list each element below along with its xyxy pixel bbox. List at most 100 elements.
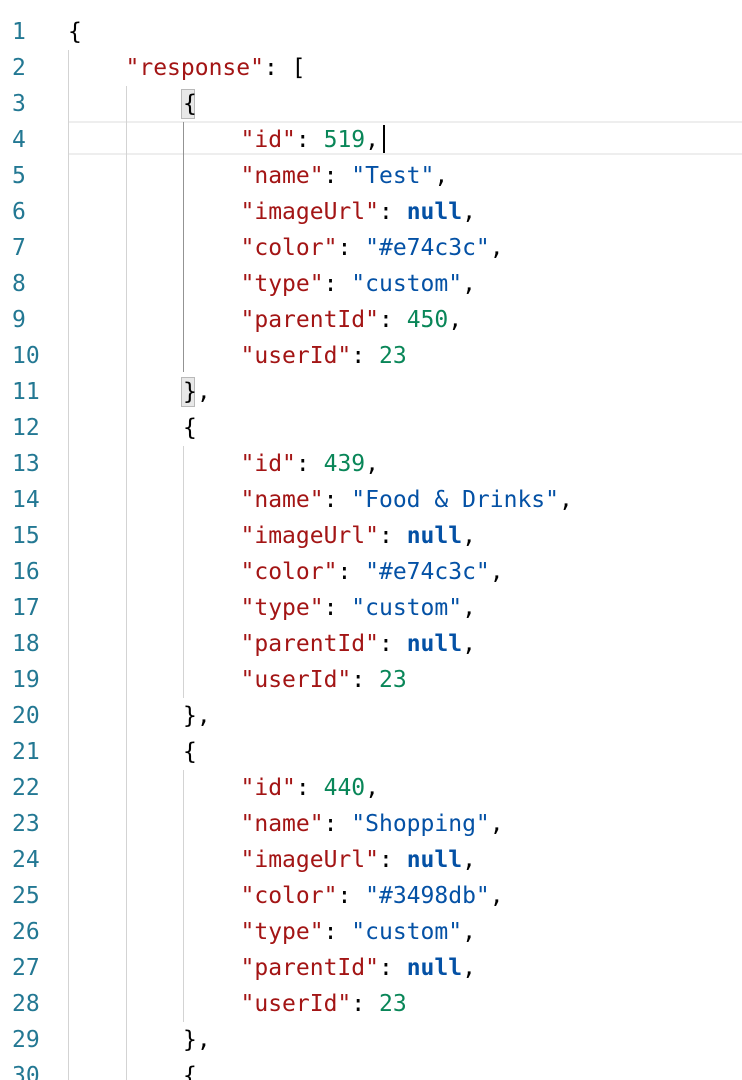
token: "Food & Drinks" [351, 487, 560, 513]
bracket-match-close [181, 377, 195, 407]
token: "imageUrl" [240, 847, 379, 873]
token: : [323, 271, 352, 297]
line-number: 5 [12, 163, 26, 189]
token: 519 [323, 127, 366, 153]
token: : [378, 955, 407, 981]
code-content: }, [183, 1022, 211, 1058]
code-line[interactable]: 16"color": "#e74c3c", [0, 554, 742, 590]
code-line[interactable]: 23"name": "Shopping", [0, 806, 742, 842]
token: 439 [323, 451, 366, 477]
token: , [462, 595, 476, 621]
token: "custom" [351, 919, 463, 945]
code-content: { [68, 14, 82, 50]
code-content: { [183, 734, 197, 770]
token: "name" [240, 811, 324, 837]
token: "parentId" [240, 631, 379, 657]
code-line[interactable]: 9"parentId": 450, [0, 302, 742, 338]
token: "type" [240, 271, 324, 297]
token: , [462, 847, 476, 873]
code-content: }, [183, 374, 211, 410]
code-line[interactable]: 13 "id": 439, [0, 446, 742, 482]
token: "imageUrl" [240, 199, 379, 225]
token: "color" [240, 235, 338, 261]
code-content: }, [183, 698, 211, 734]
token: null [406, 955, 463, 981]
token: : [295, 451, 324, 477]
code-content: "type": "custom", [241, 914, 476, 950]
token: : [378, 523, 407, 549]
line-number: 29 [12, 1027, 40, 1053]
token: , [462, 955, 476, 981]
code-line[interactable]: 11}, [0, 374, 742, 410]
current-line-highlight [68, 121, 742, 155]
code-line[interactable]: 5"name": "Test", [0, 158, 742, 194]
code-line[interactable]: 14"name": "Food & Drinks", [0, 482, 742, 518]
code-line[interactable]: 20}, [0, 698, 742, 734]
code-line[interactable]: 15 "imageUrl": null, [0, 518, 742, 554]
token: 23 [378, 991, 407, 1017]
bracket-match-open [181, 89, 195, 119]
code-line[interactable]: 30 { [0, 1058, 742, 1080]
code-line[interactable]: 17"type": "custom", [0, 590, 742, 626]
code-line[interactable]: 27"parentId": null, [0, 950, 742, 986]
token: "#e74c3c" [365, 235, 490, 261]
line-number: 11 [12, 379, 40, 405]
code-line[interactable]: 28"userId": 23 [0, 986, 742, 1022]
code-line[interactable]: 24"imageUrl": null, [0, 842, 742, 878]
indent-guide [183, 770, 184, 1022]
code-line[interactable]: 2"response": [ [0, 50, 742, 86]
code-line[interactable]: 10"userId": 23 [0, 338, 742, 374]
token: { [183, 91, 197, 117]
code-line[interactable]: 21{ [0, 734, 742, 770]
code-line[interactable]: 19"userId": 23 [0, 662, 742, 698]
code-line[interactable]: 22"id": 440, [0, 770, 742, 806]
token: : [337, 559, 366, 585]
token: null [406, 199, 463, 225]
line-number: 30 [12, 1063, 40, 1080]
token: , [448, 307, 463, 333]
code-line[interactable]: 6 "imageUrl": null, [0, 194, 742, 230]
code-line[interactable]: 8"type": "custom", [0, 266, 742, 302]
token: : [351, 343, 379, 369]
indent-guide [183, 446, 184, 698]
token: , [462, 199, 476, 225]
token: : [323, 163, 352, 189]
token: "userId" [240, 343, 352, 369]
code-line[interactable]: 26"type": "custom", [0, 914, 742, 950]
code-line[interactable]: 18"parentId": null, [0, 626, 742, 662]
token: "parentId" [240, 307, 379, 333]
code-content: "imageUrl": null, [241, 194, 476, 230]
token: , [365, 127, 379, 153]
line-number: 3 [12, 91, 26, 117]
token: , [462, 523, 476, 549]
code-line[interactable]: 4"id": 519, [0, 122, 742, 158]
code-line[interactable]: 1{ [0, 14, 742, 50]
token: : [351, 667, 379, 693]
token: 440 [323, 775, 366, 801]
line-number: 13 [12, 451, 40, 477]
token: "custom" [351, 271, 463, 297]
code-content: "id": 439, [241, 446, 380, 482]
token: "id" [240, 127, 296, 153]
token: { [183, 739, 197, 765]
code-content: "imageUrl": null, [241, 518, 476, 554]
line-number: 6 [12, 199, 26, 225]
code-line[interactable]: 7"color": "#e74c3c", [0, 230, 742, 266]
code-content: { [183, 1058, 197, 1080]
token: : [323, 595, 352, 621]
token: { [183, 1063, 197, 1080]
token: }, [183, 379, 211, 405]
token: : [378, 199, 407, 225]
code-line[interactable]: 12{ [0, 410, 742, 446]
line-number: 2 [12, 55, 26, 81]
code-line[interactable]: 3{ [0, 86, 742, 122]
code-content: "userId": 23 [241, 662, 407, 698]
token: , [365, 775, 379, 801]
line-number: 9 [12, 307, 26, 333]
token: null [406, 523, 463, 549]
code-line[interactable]: 25"color": "#3498db", [0, 878, 742, 914]
code-line[interactable]: 29}, [0, 1022, 742, 1058]
line-number: 15 [12, 523, 40, 549]
code-content: "id": 519, [241, 122, 380, 158]
